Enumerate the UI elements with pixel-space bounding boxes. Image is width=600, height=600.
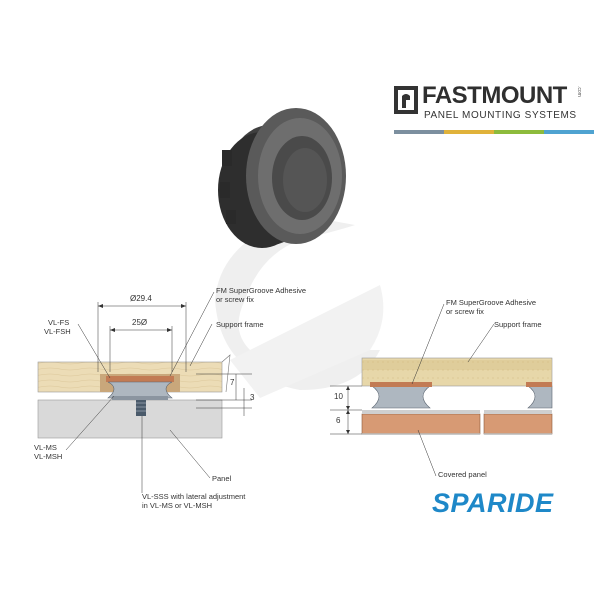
label-vl-msh: VL-MSH [34,452,63,461]
sparide-watermark: SPARIDE [432,488,554,518]
label-support-frame-right: Support frame [494,320,542,329]
logo-bar-green [494,130,544,134]
right-section-drawing [330,303,553,477]
label-vl-fsh: VL-FSH [44,327,71,336]
label-screw-fix-left: or screw fix [216,295,254,304]
label-vl-fs: VL-FS [48,318,70,327]
label-vl-ms: VL-MS [34,443,57,452]
clip-3d-render [218,108,346,248]
logo-bar-yellow [444,130,494,134]
dim-outer-diameter: Ø29.4 [130,294,152,303]
label-screw-fix-right: or screw fix [446,307,484,316]
left-section-drawing [37,291,252,493]
fastmount-mark-icon [394,86,418,114]
logo-bar-grey [394,130,444,134]
label-adhesive-right: FM SuperGroove Adhesive [446,298,537,307]
logo-title: FASTMOUNT [422,82,567,109]
label-adhesive-left: FM SuperGroove Adhesive [216,286,307,295]
logo-subtitle: PANEL MOUNTING SYSTEMS [424,110,577,121]
dim-6: 6 [336,416,341,425]
label-panel: Panel [212,474,232,483]
fastmount-logo: FASTMOUNT .com PANEL MOUNTING SYSTEMS [394,82,598,140]
label-vl-sss-note: in VL-MS or VL-MSH [142,501,213,510]
label-covered-panel: Covered panel [438,470,487,479]
dim-7: 7 [230,378,235,387]
logo-bar-blue [544,130,594,134]
watermark-swoosh [215,215,384,398]
dim-3: 3 [250,393,255,402]
dim-inner-diameter: 25Ø [132,318,148,327]
dim-10: 10 [334,392,343,401]
label-vl-sss: VL-SSS with lateral adjustment [142,492,246,501]
label-support-frame-left: Support frame [216,320,264,329]
panel-grey [37,399,223,439]
